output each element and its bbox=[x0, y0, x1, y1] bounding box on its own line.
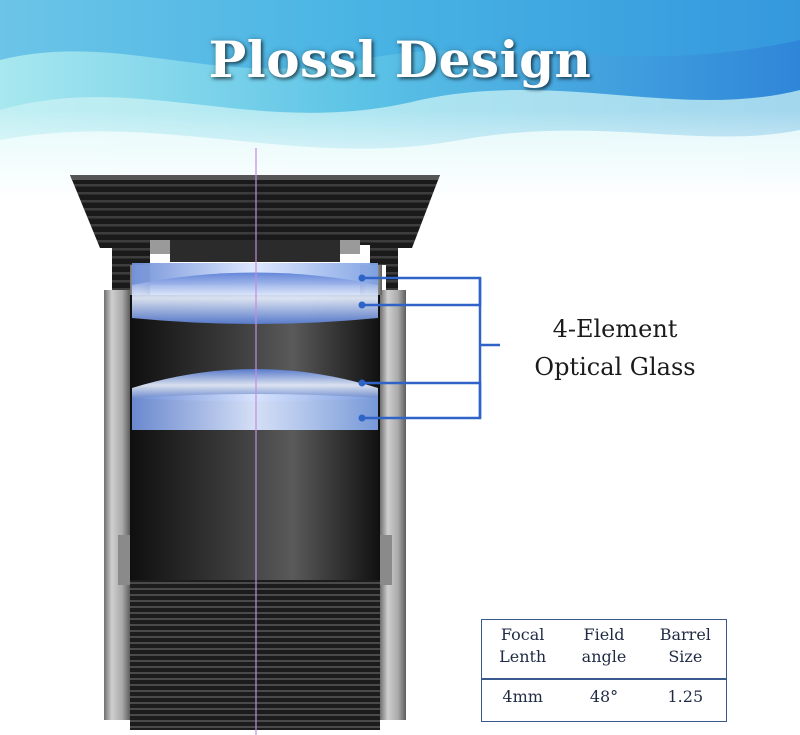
callout-line-2: Optical Glass bbox=[534, 353, 696, 381]
lens-element-3 bbox=[132, 369, 378, 402]
value-focal-length: 4mm bbox=[502, 687, 543, 706]
callout-dot-2 bbox=[358, 301, 366, 309]
header-focal-length: Focal Lenth bbox=[499, 625, 547, 666]
lens-element-2 bbox=[132, 272, 378, 324]
callout-dot-3 bbox=[358, 379, 366, 387]
spec-table-values: 4mm 48° 1.25 bbox=[482, 683, 726, 711]
optical-glass-callout: 4-Element Optical Glass bbox=[505, 310, 725, 386]
outer-sleeve-right bbox=[380, 290, 406, 720]
spec-table: Focal Lenth Field angle Barrel Size 4mm … bbox=[481, 619, 727, 722]
header-barrel-size: Barrel Size bbox=[659, 625, 711, 666]
eyecup bbox=[70, 175, 440, 290]
lens-element-4 bbox=[132, 394, 378, 430]
header-field-angle: Field angle bbox=[581, 625, 627, 666]
spec-table-divider bbox=[482, 678, 726, 680]
spec-table-header: Focal Lenth Field angle Barrel Size bbox=[482, 624, 726, 672]
outer-sleeve-left bbox=[104, 290, 130, 720]
value-barrel-size: 1.25 bbox=[667, 687, 704, 706]
callout-dot-4 bbox=[358, 414, 366, 422]
barrel-threads bbox=[130, 580, 380, 730]
page-title: Plossl Design bbox=[208, 30, 592, 89]
callout-dot-1 bbox=[358, 274, 366, 282]
callout-connectors bbox=[362, 276, 500, 420]
value-field-angle: 48° bbox=[589, 687, 619, 706]
callout-line-1: 4-Element bbox=[552, 315, 678, 343]
